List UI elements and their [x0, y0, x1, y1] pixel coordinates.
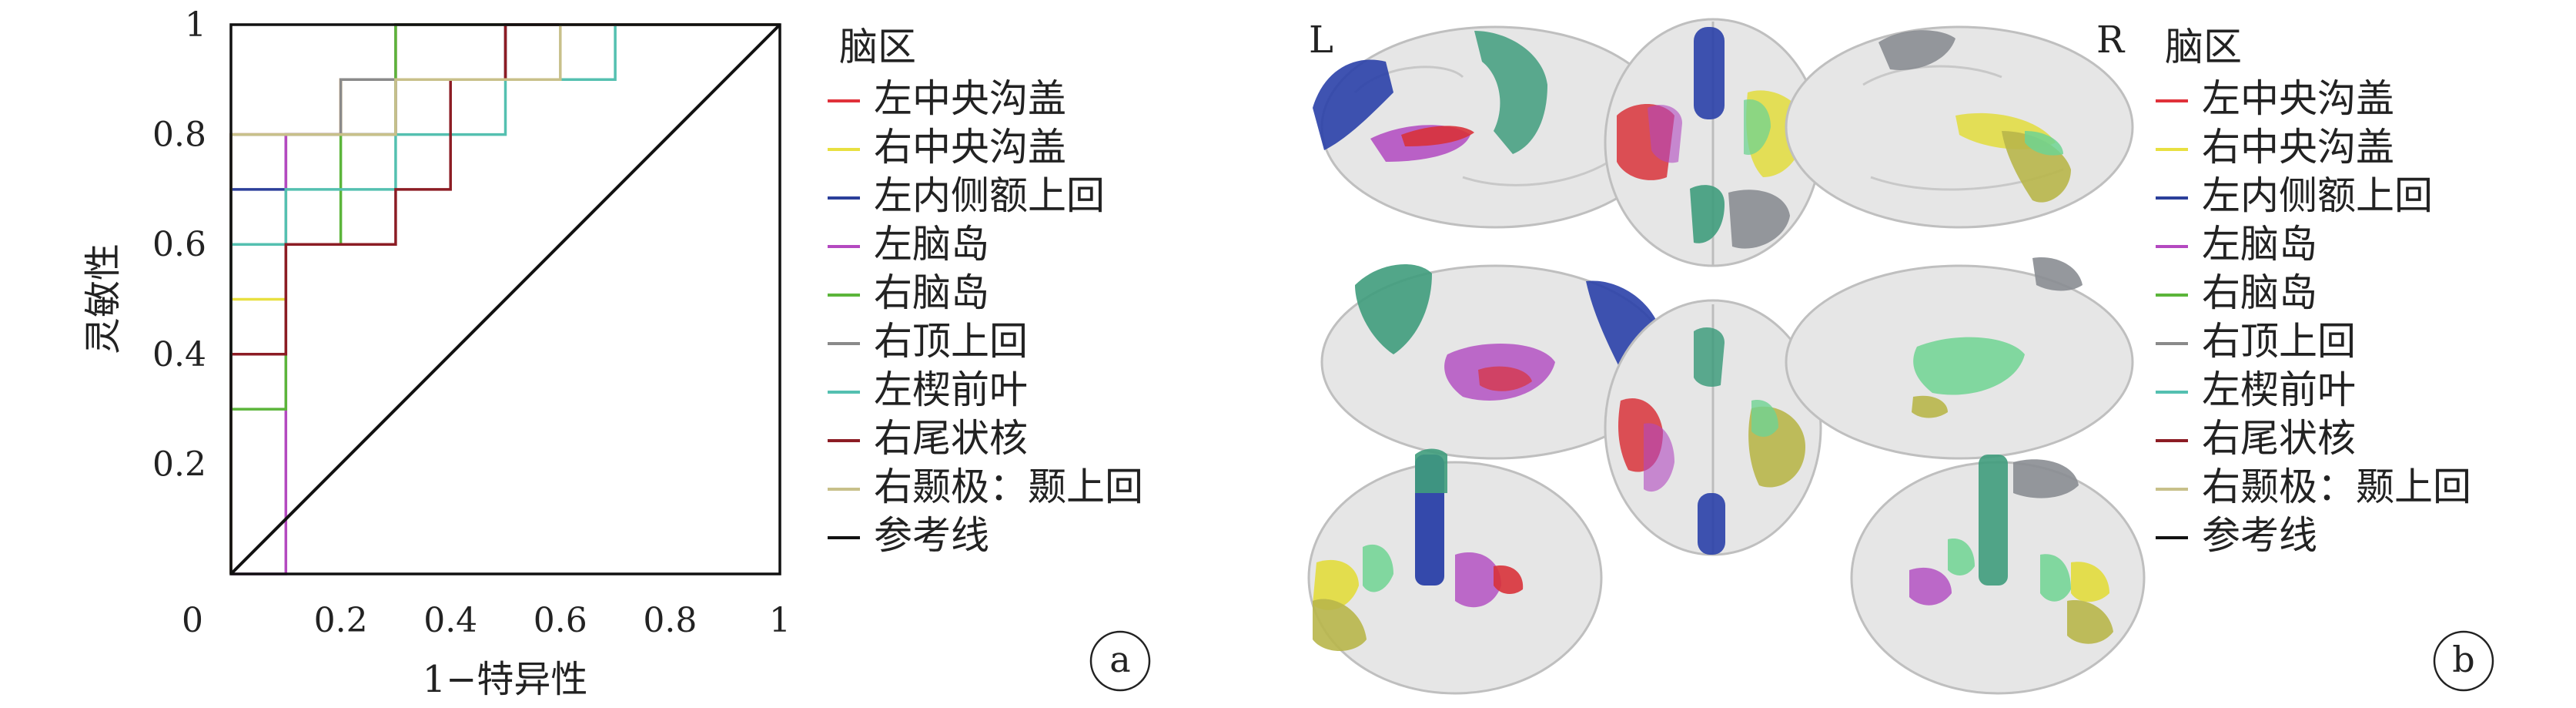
brain-legend-title: 脑区: [2165, 25, 2242, 69]
brain-ventral-view: [1604, 299, 1822, 556]
brain-legend: 脑区 左中央沟盖右中央沟盖左内侧额上回左脑岛右脑岛右顶上回左楔前叶右尾状核右颞极…: [2156, 25, 2471, 558]
roc-curves: [229, 23, 781, 575]
x-tick-label: 0.4: [423, 601, 477, 640]
brain-legend-label: 左脑岛: [2202, 222, 2317, 267]
brain-dorsal-view: [1604, 18, 1822, 267]
roc-legend-label: 左中央沟盖: [874, 76, 1066, 121]
roc-legend-label: 右脑岛: [874, 270, 989, 315]
y-tick-label: 0.4: [152, 335, 206, 374]
roc-legend-label: 左脑岛: [874, 222, 989, 267]
y-axis-title: 灵敏性: [82, 243, 125, 354]
roc-legend: 脑区 左中央沟盖右中央沟盖左内侧额上回左脑岛右脑岛右顶上回左楔前叶右尾状核右颞极…: [828, 25, 1143, 558]
x-axis-title: 1−特异性: [423, 658, 588, 701]
panel-b-letter: b: [2452, 639, 2474, 680]
y-axis-ticks: 0.2 0.4 0.6 0.8 1: [152, 5, 206, 484]
brain-left-lateral: [1313, 25, 1670, 229]
panel-a-letter: a: [1109, 639, 1130, 680]
x-axis-ticks: 0 0.2 0.4 0.6 0.8 1: [182, 601, 791, 640]
y-tick-label: 0.6: [152, 225, 206, 264]
right-hemisphere-label: R: [2096, 18, 2126, 62]
brain-legend-label: 右脑岛: [2202, 270, 2317, 315]
roc-series-line-7: [229, 23, 780, 574]
roc-legend-label: 右中央沟盖: [874, 125, 1066, 169]
brain-legend-label: 左楔前叶: [2202, 367, 2356, 412]
x-tick-label: 0.8: [643, 601, 697, 640]
roc-legend-label: 参考线: [874, 513, 989, 558]
plot-frame: [229, 23, 781, 575]
brain-posterior-view-left: [1307, 448, 1603, 695]
brain-legend-label: 左内侧额上回: [2202, 173, 2433, 218]
panel-a-circle: [1089, 630, 1151, 692]
brain-legend-label: 右中央沟盖: [2202, 125, 2394, 169]
y-tick-label: 0.8: [152, 116, 206, 155]
roc-legend-label: 左内侧额上回: [874, 173, 1105, 218]
x-tick-label: 0: [182, 601, 203, 640]
brain-panel: L R: [1307, 18, 2494, 695]
x-tick-label: 1: [769, 601, 791, 640]
brain-legend-label: 右颞极：颞上回: [2202, 465, 2471, 509]
roc-series-line-9: [229, 23, 781, 575]
roc-legend-label: 右颞极：颞上回: [874, 465, 1143, 509]
brain-legend-label: 右顶上回: [2202, 319, 2356, 364]
brain-legend-label: 左中央沟盖: [2202, 76, 2394, 121]
roc-legend-label: 右尾状核: [874, 416, 1028, 461]
brain-posterior-view-right: [1850, 455, 2146, 695]
roc-chart: 0 0.2 0.4 0.6 0.8 1 0.2 0.4 0.6 0.8 1 1−特异性 灵敏性 脑…: [82, 5, 1151, 701]
brain-legend-label: 右尾状核: [2202, 416, 2356, 461]
y-tick-label: 1: [185, 5, 206, 45]
panel-a-badge: a: [1089, 630, 1151, 692]
panel-b-circle: [2433, 630, 2494, 692]
y-tick-label: 0.2: [152, 445, 206, 484]
brain-right-lateral: [1785, 25, 2134, 229]
brain-right-medial: [1785, 257, 2134, 460]
x-tick-label: 0.6: [534, 601, 587, 640]
left-hemisphere-label: L: [1309, 18, 1333, 62]
roc-legend-label: 右顶上回: [874, 319, 1028, 364]
brain-legend-label: 参考线: [2202, 513, 2317, 558]
panel-b-badge: b: [2433, 630, 2494, 692]
x-tick-label: 0.2: [314, 601, 368, 640]
roc-legend-label: 左楔前叶: [874, 367, 1028, 412]
brain-left-medial: [1320, 264, 1670, 460]
roc-legend-title: 脑区: [839, 25, 916, 69]
